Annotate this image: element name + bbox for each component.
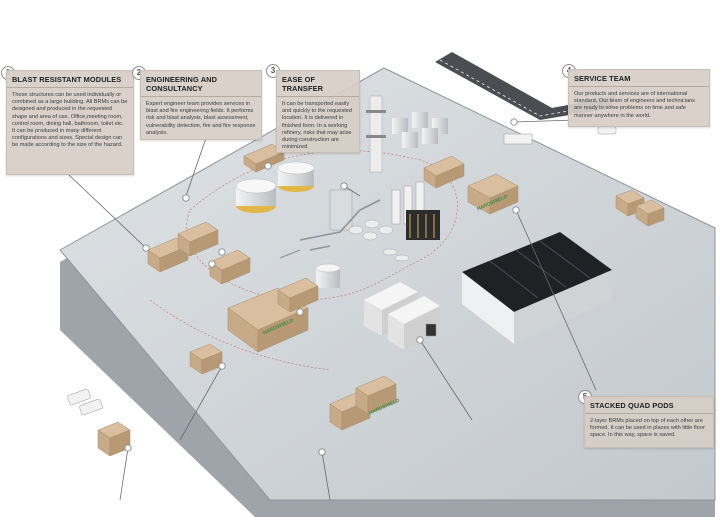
callout-5-title: STACKED QUAD PODS (585, 397, 713, 414)
callout-1-body: These structures can be used individuall… (12, 92, 128, 149)
process-unit (279, 95, 440, 262)
white-buildings (364, 282, 440, 350)
callout-4-body: Our products and services are of interna… (574, 91, 695, 119)
callout-blast-resistant-modules: BLAST RESISTANT MODULES These structures… (6, 70, 134, 175)
connector-lines (67, 119, 597, 501)
hotspot-markers (124, 118, 520, 456)
callout-ease-of-transfer: EASE OF TRANSFER It can be transported e… (276, 70, 360, 153)
callout-engineering-and-consultancy: ENGINEERING AND CONSULTANCY Expert engin… (140, 70, 262, 140)
blast-resistant-modules (97, 143, 665, 457)
callout-2-body: Expert engineer team provides services i… (146, 101, 256, 136)
callout-3-body: It can be transported easily and quickly… (282, 101, 352, 151)
warehouse-shed (462, 232, 612, 344)
callout-5-body: 2-layer BRMs placed on top of each other… (590, 418, 705, 439)
storage-tanks (235, 112, 448, 288)
callout-service-team: SERVICE TEAM Our products and services a… (568, 69, 710, 127)
callout-stacked-quad-pods: STACKED QUAD PODS 2-layer BRMs placed on… (584, 396, 714, 448)
callout-2-title: ENGINEERING AND CONSULTANCY (141, 71, 261, 97)
callout-3-title: EASE OF TRANSFER (277, 71, 359, 97)
callout-1-title: BLAST RESISTANT MODULES (7, 71, 133, 88)
callout-4-title: SERVICE TEAM (569, 70, 709, 87)
vehicles (67, 125, 617, 416)
